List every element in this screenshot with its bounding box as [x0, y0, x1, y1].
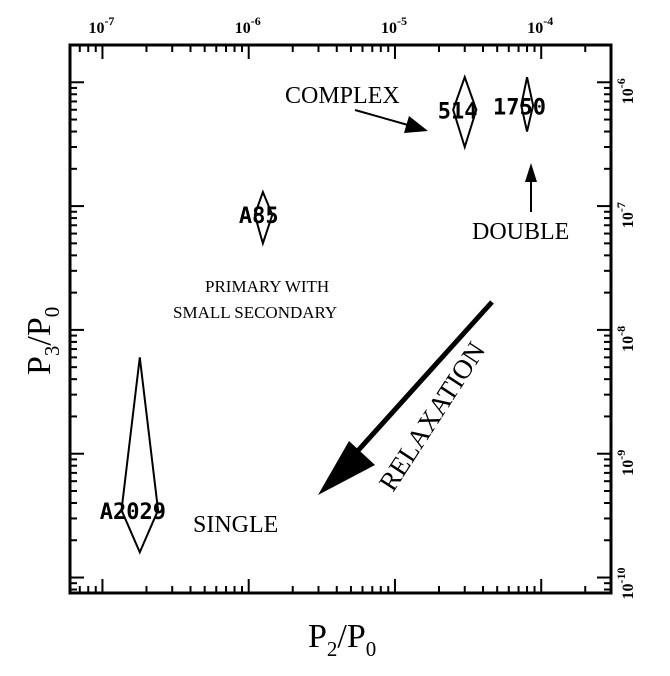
- primary-label-line2: SMALL SECONDARY: [173, 303, 337, 322]
- svg-text:10-10: 10-10: [614, 568, 637, 600]
- complex-arrow-line: [354, 109, 409, 126]
- data-point-a85-diamond: [253, 189, 274, 247]
- complex-label: COMPLEX: [285, 83, 400, 109]
- single-label: SINGLE: [193, 512, 278, 538]
- svg-text:10-9: 10-9: [614, 450, 637, 476]
- svg-text:10-7: 10-7: [614, 202, 637, 228]
- x-tick-label: 10-5: [381, 14, 407, 37]
- svg-text:P3/P0: P3/P0: [21, 307, 64, 375]
- data-point-a2029-label: A2029: [100, 500, 166, 525]
- data-point-1750-diamond: [520, 76, 535, 132]
- x-tick-label: 10-6: [235, 14, 261, 37]
- ticks: [69, 44, 611, 593]
- relaxation-arrow-head: [318, 441, 375, 495]
- svg-text:10-8: 10-8: [614, 326, 637, 352]
- y-tick-label: 10-10: [614, 568, 637, 600]
- primary-label-line1: PRIMARY WITH: [205, 277, 329, 296]
- double-arrow-head: [525, 163, 537, 182]
- y-tick-label: 10-7: [614, 202, 637, 228]
- data-point-514-diamond: [452, 74, 478, 151]
- relaxation-arrow-line: [343, 300, 494, 467]
- svg-text:P2/P0: P2/P0: [308, 618, 376, 661]
- data-point-514-label: 514: [438, 100, 478, 125]
- data-point-1750-label: 1750: [493, 95, 546, 120]
- x-tick-label: 10-7: [88, 14, 114, 37]
- y-tick-label: 10-9: [614, 450, 637, 476]
- tick-labels: 10-7 10-6 10-5 10-4 10-6 10-7 10-8 10-9 10-10: [88, 14, 637, 600]
- data-point-a2029-diamond: [120, 357, 160, 555]
- double-label: DOUBLE: [472, 219, 569, 245]
- data-points: A2029 A85 514 1750: [100, 74, 546, 555]
- data-point-a85-label: A85: [239, 204, 279, 229]
- complex-arrow-head: [404, 116, 428, 133]
- svg-text:10-6: 10-6: [614, 78, 637, 104]
- x-tick-label: 10-4: [527, 14, 553, 37]
- y-tick-label: 10-8: [614, 326, 637, 352]
- y-tick-label: 10-6: [614, 78, 637, 104]
- y-axis-title: P3/P0: [21, 307, 64, 375]
- plot-frame: [68, 43, 613, 595]
- x-axis-title: P2/P0: [308, 618, 376, 661]
